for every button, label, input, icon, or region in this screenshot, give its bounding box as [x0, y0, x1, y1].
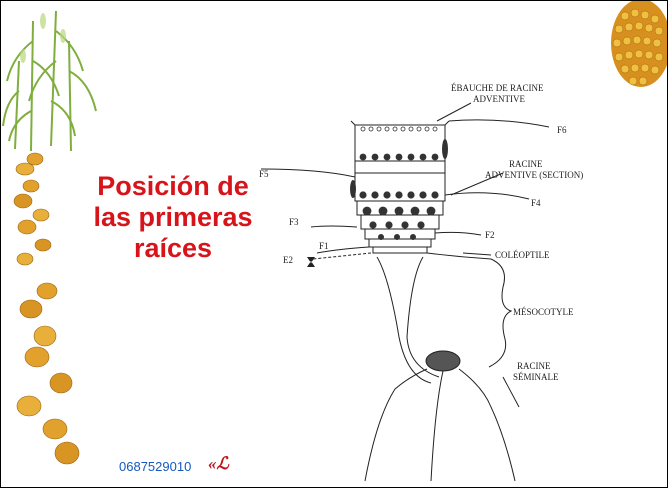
corn-decoration-left: [2, 10, 97, 465]
label-f3: F3: [289, 217, 299, 227]
label-mesocotyle: MÉSOCOTYLE: [513, 307, 574, 317]
label-f5: F5: [259, 169, 269, 179]
label-f2: F2: [485, 230, 495, 240]
label-ebauche-2: ADVENTIVE: [473, 94, 525, 104]
label-f1: F1: [319, 241, 329, 251]
slide-title: Posición de las primeras raíces: [75, 171, 271, 264]
mesocotyl: [376, 256, 432, 384]
label-f6: F6: [557, 125, 567, 135]
footer-phone: 0687529010: [119, 459, 192, 474]
label-racine-adventive-1: RACINE: [509, 159, 543, 169]
label-ebauche-1: ÉBAUCHE DE RACINE: [451, 83, 544, 93]
label-racine-seminale-2: SÉMINALE: [513, 372, 559, 382]
corn-plant-icon: [2, 10, 97, 152]
title-line-2: las primeras: [93, 202, 253, 232]
seedling-diagram: ÉBAUCHE DE RACINE ADVENTIVE F6 RACINE AD…: [259, 83, 583, 482]
label-racine-seminale-1: RACINE: [517, 361, 551, 371]
title-line-1: Posición de: [97, 171, 249, 201]
title-line-3: raíces: [133, 233, 213, 263]
label-e2: E2: [283, 255, 293, 265]
footer-glyph: «ℒ: [208, 454, 229, 473]
label-f4: F4: [531, 198, 541, 208]
label-racine-adventive-2: ADVENTIVE (SECTION): [485, 170, 583, 180]
corn-cob-icon: [611, 1, 667, 87]
seed: [425, 350, 461, 372]
leaf-sheath-f6: [350, 120, 450, 126]
corn-kernel-icon: [13, 152, 80, 465]
label-coleoptile: COLÉOPTILE: [495, 250, 550, 260]
